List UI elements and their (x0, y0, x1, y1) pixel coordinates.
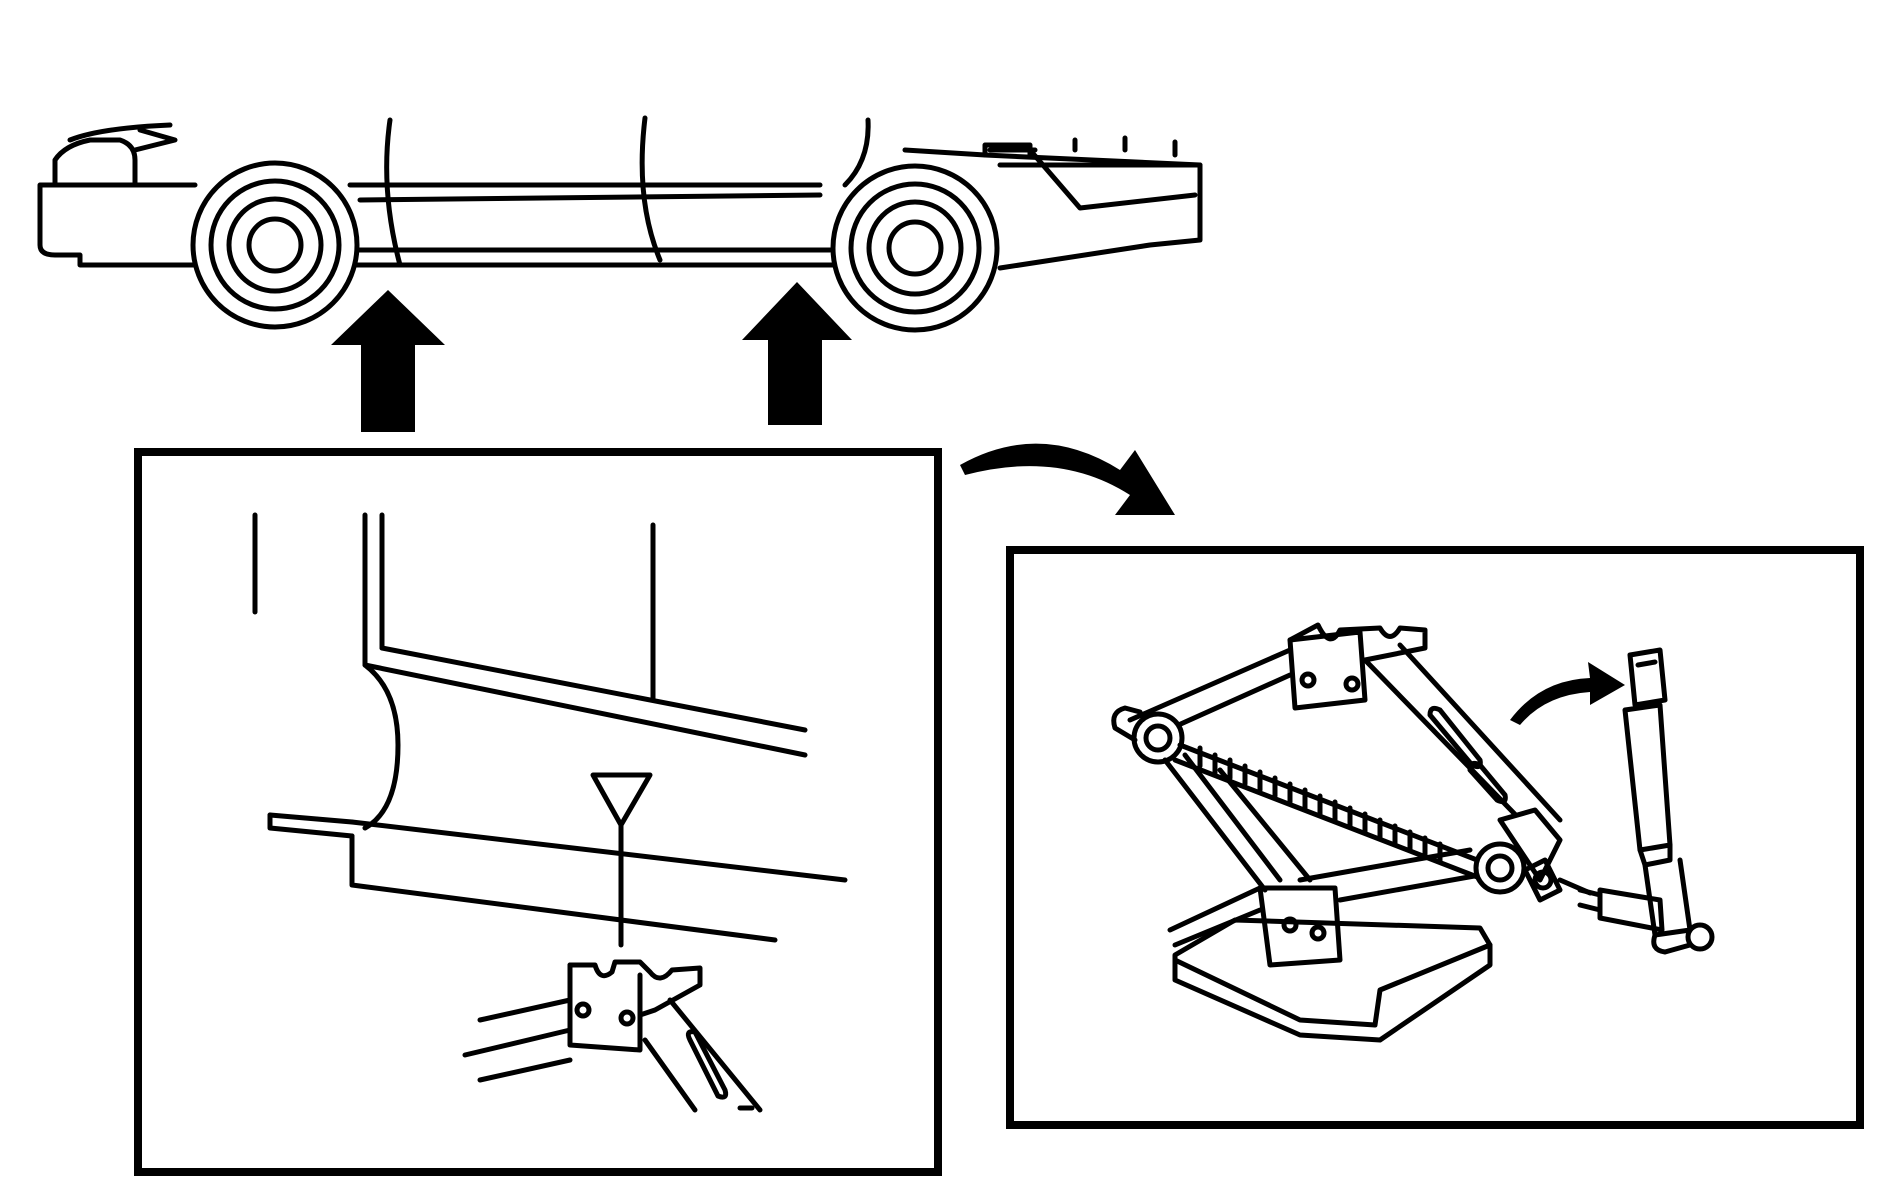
vehicle-outline-icon (37, 115, 1203, 333)
up-arrow-icon (742, 282, 852, 425)
jack-handle-icon (1577, 647, 1715, 955)
scissor-jack-icon (1111, 622, 1593, 1043)
up-arrow-icon (331, 290, 445, 432)
curved-arrow-icon (960, 443, 1175, 515)
curved-arrow-icon (1510, 662, 1625, 725)
jacking-point-detail (134, 448, 942, 1176)
scissor-jack-detail (1006, 546, 1864, 1129)
triangle-marker-icon (590, 772, 653, 828)
